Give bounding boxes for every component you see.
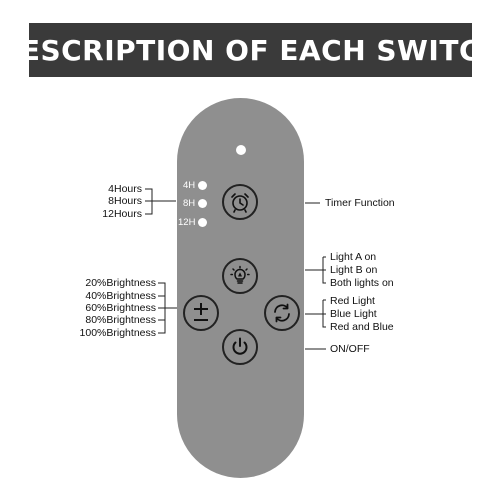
light-label-both: Both lights on	[330, 277, 394, 289]
alarm-clock-icon	[231, 193, 249, 213]
timer-button[interactable]	[222, 184, 258, 220]
color-label-red: Red Light	[330, 295, 375, 307]
light-label-a: Light A on	[330, 251, 377, 263]
title-banner: DESCRIPTION OF EACH SWITCH	[0, 23, 500, 77]
light-bulb-icon	[230, 265, 250, 284]
brightness-button[interactable]	[183, 295, 219, 331]
led-8h	[198, 199, 207, 208]
power-button[interactable]	[222, 329, 258, 365]
led-12h	[198, 218, 207, 227]
cycle-arrows-icon	[274, 303, 290, 323]
brightness-label-60: 60%Brightness	[85, 302, 156, 314]
status-indicator-dot	[236, 145, 246, 155]
color-label-red-blue: Red and Blue	[330, 321, 394, 333]
light-mode-button[interactable]	[222, 258, 258, 294]
plus-minus-icon	[194, 303, 208, 321]
led-label-12h: 12H	[178, 217, 196, 228]
brightness-label-20: 20%Brightness	[85, 277, 156, 289]
light-bracket-line	[322, 257, 326, 284]
led-label-8h: 8H	[183, 198, 196, 209]
brightness-label-80: 80%Brightness	[85, 314, 156, 326]
banner-title: DESCRIPTION OF EACH SWITCH	[0, 33, 500, 67]
timer-hours-label-4: 4Hours	[108, 183, 142, 195]
power-icon	[232, 337, 248, 355]
led-4h	[198, 181, 207, 190]
timer-hours-label-8: 8Hours	[108, 195, 142, 207]
brightness-label-100: 100%Brightness	[79, 327, 156, 339]
color-bracket-line	[322, 300, 326, 328]
brightness-label-40: 40%Brightness	[85, 290, 156, 302]
timer-function-label: Timer Function	[325, 197, 395, 209]
power-label: ON/OFF	[330, 343, 370, 355]
light-label-b: Light B on	[330, 264, 378, 276]
color-label-blue: Blue Light	[330, 308, 377, 320]
color-cycle-button[interactable]	[264, 295, 300, 331]
timer-hours-label-12: 12Hours	[102, 208, 142, 220]
led-label-4h: 4H	[183, 180, 196, 191]
